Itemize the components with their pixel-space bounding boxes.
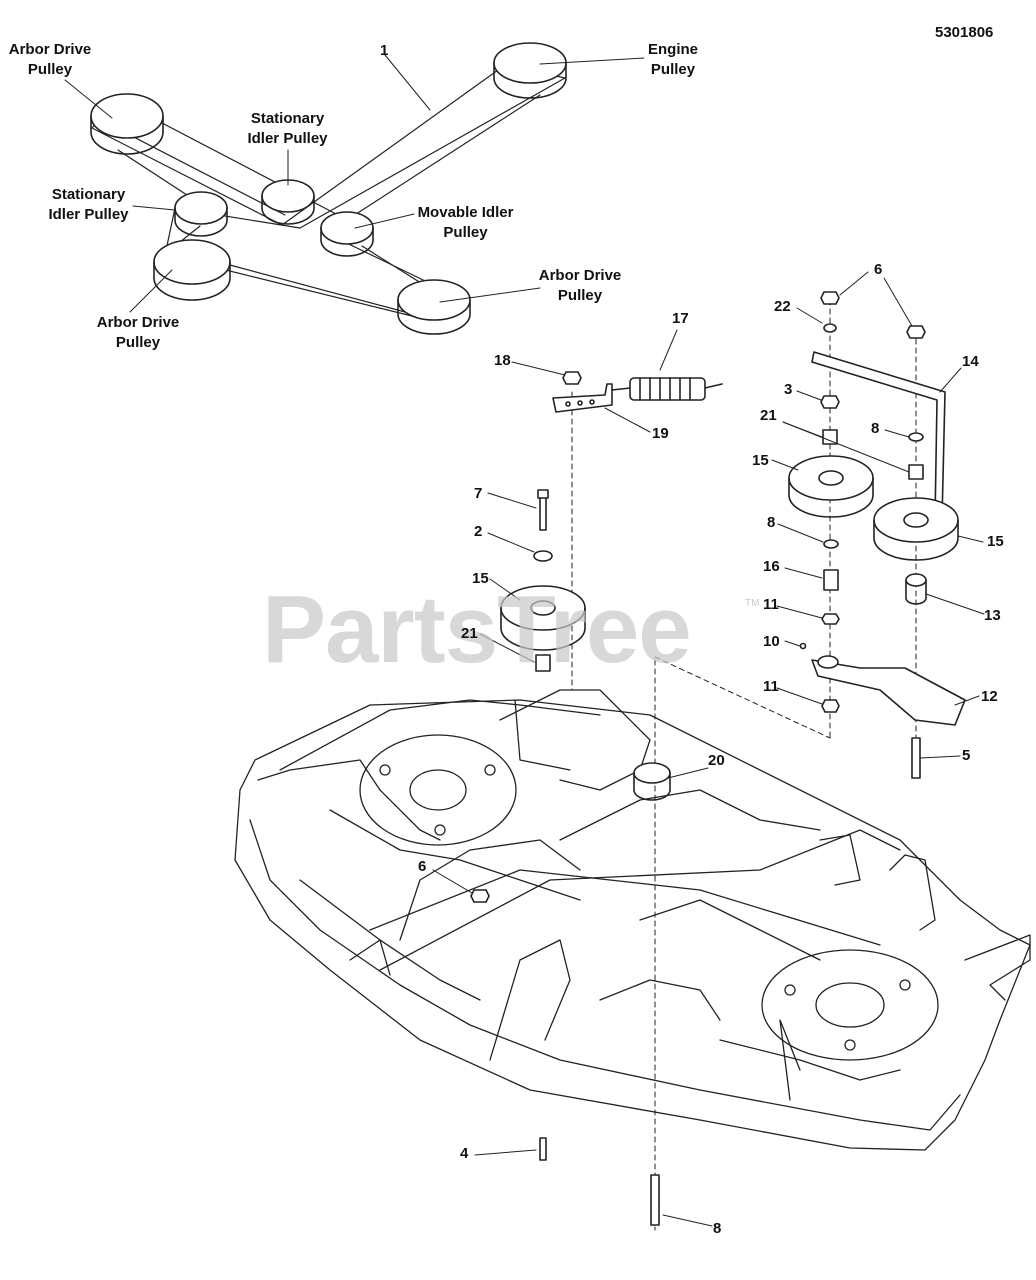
- label-text: Arbor Drive Pulley: [8, 41, 92, 78]
- part-22-washer: [823, 323, 837, 333]
- part-9-bolt: [650, 1174, 660, 1226]
- pulley-movable-idler: [320, 211, 374, 257]
- pulley-arbor-top-left: [90, 93, 164, 155]
- callout-6-deck: 6: [418, 858, 427, 875]
- part-12-bracket: [811, 655, 966, 726]
- label-text: Engine Pulley: [647, 41, 698, 78]
- callout-15-a: 15: [752, 452, 769, 469]
- callout-17: 17: [672, 310, 689, 327]
- callout-10: 10: [763, 633, 780, 650]
- label-stationary-idler-left: Stationary Idler Pulley: [36, 185, 141, 225]
- label-text: Arbor Drive Pulley: [96, 314, 180, 351]
- part-2-washer: [533, 550, 553, 562]
- callout-20: 20: [708, 752, 725, 769]
- callout-6-right: 6: [874, 261, 883, 278]
- part-15-pulley-center: [500, 585, 586, 651]
- callout-16: 16: [763, 558, 780, 575]
- label-arbor-drive-right: Arbor Drive Pulley: [530, 266, 630, 306]
- part-11-nut-b: [821, 699, 840, 713]
- drive-belt: [91, 64, 566, 319]
- diagram-id: 5301806: [935, 24, 994, 41]
- callout-15-center: 15: [472, 570, 489, 587]
- pulley-arbor-bottom: [153, 239, 231, 301]
- part-10-bearing: [799, 642, 807, 650]
- callout-2: 2: [474, 523, 483, 540]
- part-13-spacer: [905, 573, 927, 605]
- callout-11-a: 11: [763, 596, 779, 613]
- part-6-nut-b: [906, 325, 926, 339]
- part-21-spacer-b: [908, 464, 924, 480]
- callout-7: 7: [474, 485, 483, 502]
- part-4-bolt: [539, 1137, 547, 1161]
- callout-13: 13: [984, 607, 1001, 624]
- part-17-spring: [611, 377, 723, 401]
- part-15-pulley-b: [873, 497, 959, 561]
- callout-8-b: 8: [767, 514, 776, 531]
- label-text: Stationary Idler Pulley: [247, 110, 328, 147]
- part-21-spacer-center: [535, 654, 551, 672]
- pulley-stationary-idler-top: [261, 179, 315, 225]
- part-8-washer-b: [823, 539, 839, 549]
- part-11-nut-a: [821, 613, 840, 625]
- part-19-bracket: [552, 383, 613, 413]
- watermark-trademark: TM: [745, 598, 760, 609]
- watermark: PartsTree: [262, 576, 692, 683]
- label-text: Arbor Drive Pulley: [538, 267, 622, 304]
- part-16-spacer: [823, 569, 839, 591]
- callout-22: 22: [774, 298, 791, 315]
- belt-routing-diagram: [64, 42, 645, 335]
- part-7-bolt: [537, 489, 549, 531]
- callout-8-a: 8: [871, 420, 880, 437]
- mower-deck: [234, 689, 1031, 1151]
- part-8-washer-a: [908, 432, 924, 442]
- callout-19: 19: [652, 425, 669, 442]
- pulley-stationary-idler-left: [174, 191, 228, 237]
- pulley-arbor-right: [397, 279, 471, 335]
- callout-12: 12: [981, 688, 998, 705]
- part-6-nut-a: [820, 291, 840, 305]
- callout-14: 14: [962, 353, 979, 370]
- callout-21-center: 21: [461, 625, 478, 642]
- callout-15-b: 15: [987, 533, 1004, 550]
- right-idler-assembly: [788, 291, 966, 781]
- callout-4: 4: [460, 1145, 469, 1162]
- part-3-nut: [820, 395, 840, 409]
- part-6-nut-deck: [470, 889, 490, 903]
- part-21-spacer-a: [822, 429, 838, 445]
- label-text: Stationary Idler Pulley: [48, 186, 129, 223]
- label-engine-pulley: Engine Pulley: [638, 40, 708, 80]
- callout-18: 18: [494, 352, 511, 369]
- part-15-pulley-a: [788, 455, 874, 518]
- callout-1: 1: [380, 42, 389, 59]
- callout-21-right: 21: [760, 407, 777, 424]
- part-5-bolt: [911, 737, 921, 779]
- center-idler-assembly: [470, 371, 831, 1231]
- label-movable-idler: Movable Idler Pulley: [408, 203, 523, 243]
- part-20-spacer: [633, 762, 671, 801]
- callout-5: 5: [962, 747, 971, 764]
- label-text: Movable Idler Pulley: [417, 204, 514, 241]
- label-arbor-drive-top-left: Arbor Drive Pulley: [5, 40, 95, 80]
- label-arbor-drive-bottom: Arbor Drive Pulley: [88, 313, 188, 353]
- callout-3: 3: [784, 381, 793, 398]
- callout-leaders: [432, 271, 985, 1227]
- part-18-nut: [562, 371, 582, 385]
- callout-11-b: 11: [763, 678, 779, 695]
- label-stationary-idler-top: Stationary Idler Pulley: [235, 109, 340, 149]
- callout-9: 8: [713, 1220, 722, 1237]
